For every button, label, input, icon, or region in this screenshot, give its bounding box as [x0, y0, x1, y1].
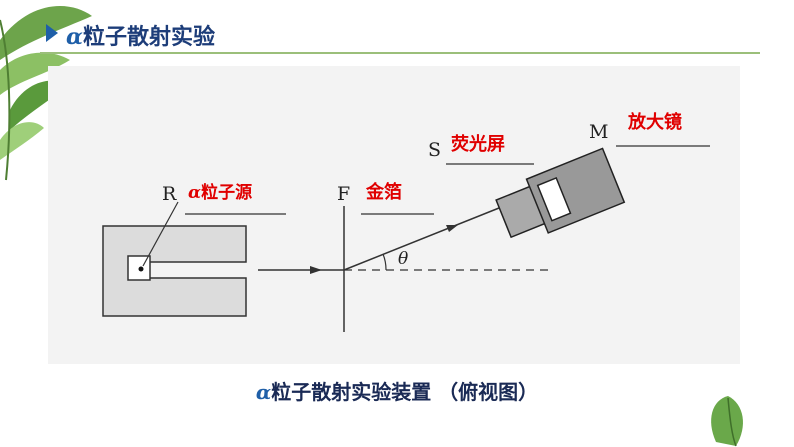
diagram-panel: R F S M θ α粒子源 金箔 荧光屏 放大镜: [48, 66, 740, 364]
source-pointer-line: [142, 201, 179, 267]
screen-label: 荧光屏: [451, 133, 505, 155]
theta-arc: [382, 253, 387, 271]
source-label-text: 粒子源: [201, 182, 252, 203]
leaf-bottom-right-icon: [711, 396, 743, 447]
scattered-beam: [343, 205, 505, 271]
caption-alpha: α: [255, 380, 272, 404]
alpha-source-point: [138, 266, 144, 272]
magnifier-label: 放大镜: [627, 111, 682, 133]
caption-text: 粒子散射实验装置 （俯视图）: [271, 380, 539, 404]
letter-M: M: [589, 121, 608, 143]
letter-R: R: [162, 183, 177, 205]
source-label-alpha: α: [188, 183, 201, 203]
play-triangle-icon: [46, 24, 58, 42]
source-label: α粒子源: [188, 182, 252, 203]
scattering-diagram: R F S M θ α粒子源 金箔 荧光屏 放大镜: [102, 111, 710, 332]
microscope-icon: [495, 147, 626, 239]
title-alpha: α: [66, 24, 83, 50]
incident-arrow-icon: [310, 266, 322, 274]
title-main: 粒子散射实验: [82, 25, 215, 50]
foil-label: 金箔: [365, 181, 402, 203]
theta-symbol: θ: [398, 249, 408, 269]
title-underline: [40, 52, 760, 54]
letter-S: S: [428, 139, 441, 161]
scattered-arrow-icon: [446, 225, 458, 232]
title-bar: α粒子散射实验: [40, 16, 760, 54]
letter-F: F: [337, 183, 350, 205]
alpha-source-housing: [102, 225, 247, 317]
diagram-caption: α粒子散射实验装置 （俯视图）: [0, 376, 794, 405]
page-title: α粒子散射实验: [66, 19, 215, 51]
